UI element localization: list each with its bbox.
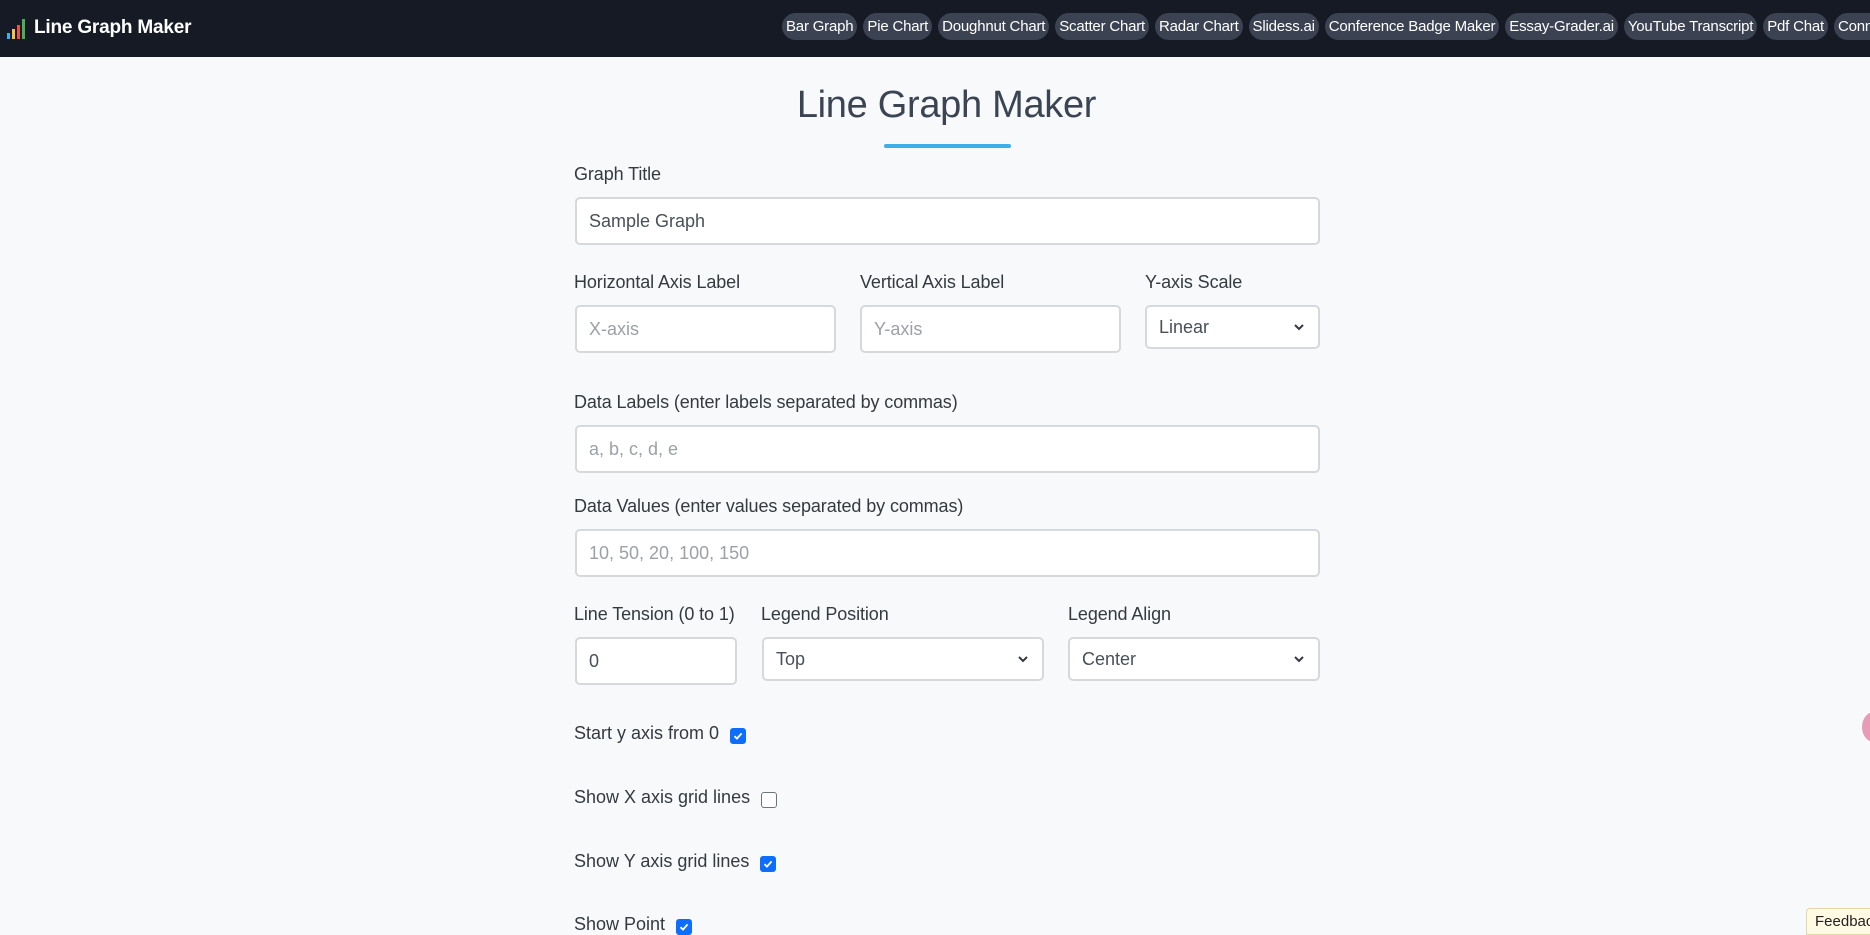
- data-values-label: Data Values (enter values separated by c…: [574, 496, 964, 516]
- page-title: Line Graph Maker: [796, 84, 1097, 126]
- nav-link-pdf-chat[interactable]: Pdf Chat: [1763, 13, 1828, 40]
- legend-position-select[interactable]: Top: [762, 637, 1044, 681]
- chevron-down-icon: [1294, 324, 1304, 331]
- legend-align-select[interactable]: Center: [1068, 637, 1320, 681]
- bar-chart-logo-icon: [7, 19, 25, 39]
- show-point-label: Show Point: [574, 914, 666, 934]
- nav-link-youtube-transcript[interactable]: YouTube Transcript: [1623, 13, 1758, 40]
- nav-link-bar-graph[interactable]: Bar Graph: [782, 13, 858, 40]
- y-axis-scale-select[interactable]: Linear: [1145, 305, 1320, 349]
- start-y-zero-row: Start y axis from 0: [574, 723, 747, 744]
- legend-align-value: Center: [1082, 648, 1137, 669]
- nav-link-conference-badge-maker[interactable]: Conference Badge Maker: [1324, 13, 1500, 40]
- start-y-zero-label: Start y axis from 0: [574, 723, 720, 743]
- show-y-grid-label: Show Y axis grid lines: [574, 851, 750, 871]
- line-tension-input[interactable]: [575, 637, 737, 685]
- chevron-down-icon: [1018, 656, 1028, 663]
- y-axis-scale-label: Y-axis Scale: [1145, 272, 1243, 292]
- data-values-input[interactable]: [575, 529, 1320, 577]
- graph-title-input[interactable]: [575, 197, 1320, 245]
- x-axis-label-label: Horizontal Axis Label: [574, 272, 740, 292]
- top-navbar: Line Graph Maker Bar Graph Pie Chart Dou…: [0, 0, 1870, 57]
- nav-link-slidess[interactable]: Slidess.ai: [1248, 13, 1319, 40]
- nav-link-doughnut-chart[interactable]: Doughnut Chart: [938, 13, 1050, 40]
- show-x-grid-row: Show X axis grid lines: [574, 787, 778, 808]
- show-y-grid-checkbox[interactable]: [760, 855, 777, 872]
- legend-position-label: Legend Position: [761, 604, 889, 624]
- x-axis-label-input[interactable]: [575, 305, 836, 353]
- feedback-button[interactable]: Feedback: [1806, 908, 1870, 935]
- checkmark-icon: [733, 732, 743, 740]
- show-x-grid-label: Show X axis grid lines: [574, 787, 751, 807]
- chat-widget-bubble[interactable]: [1862, 712, 1870, 742]
- graph-title-label: Graph Title: [574, 164, 661, 184]
- y-axis-label-input[interactable]: [860, 305, 1121, 353]
- show-y-grid-row: Show Y axis grid lines: [574, 851, 777, 872]
- y-axis-label-label: Vertical Axis Label: [860, 272, 1005, 292]
- show-point-row: Show Point: [574, 914, 693, 935]
- data-labels-label: Data Labels (enter labels separated by c…: [574, 392, 958, 412]
- chevron-down-icon: [1294, 656, 1304, 663]
- legend-align-label: Legend Align: [1068, 604, 1171, 624]
- checkmark-icon: [764, 860, 773, 868]
- start-y-zero-checkbox[interactable]: [730, 727, 747, 744]
- nav-link-essay-grader[interactable]: Essay-Grader.ai: [1505, 13, 1618, 40]
- y-axis-scale-value: Linear: [1159, 316, 1210, 337]
- data-labels-input[interactable]: [575, 425, 1320, 473]
- show-point-checkbox[interactable]: [676, 918, 693, 935]
- title-underline: [884, 144, 1011, 148]
- nav-link-radar-chart[interactable]: Radar Chart: [1155, 13, 1243, 40]
- brand-name: Line Graph Maker: [34, 17, 192, 38]
- nav-links: Bar Graph Pie Chart Doughnut Chart Scatt…: [782, 13, 1870, 40]
- brand-link[interactable]: Line Graph Maker: [6, 14, 191, 42]
- show-x-grid-checkbox[interactable]: [761, 791, 778, 808]
- checkmark-icon: [679, 923, 689, 931]
- nav-link-scatter-chart[interactable]: Scatter Chart: [1055, 13, 1150, 40]
- legend-position-value: Top: [776, 648, 806, 669]
- nav-link-pie-chart[interactable]: Pie Chart: [863, 13, 933, 40]
- line-tension-label: Line Tension (0 to 1): [574, 604, 735, 624]
- nav-link-connectionshint[interactable]: ConnectionsHint: [1834, 13, 1870, 40]
